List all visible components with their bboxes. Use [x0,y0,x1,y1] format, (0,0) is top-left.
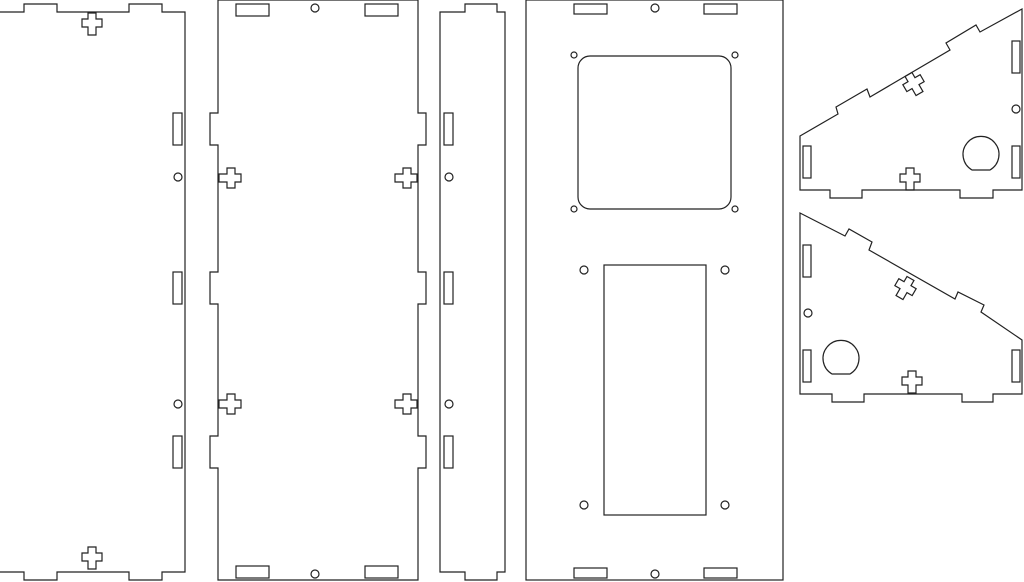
panel-side-large [0,3,186,581]
hole [1011,104,1021,114]
hole [570,51,578,59]
slot [802,244,812,278]
slot [172,271,183,305]
hole [173,399,183,409]
panel-outline [799,212,1023,403]
slot [364,3,399,17]
hole [803,308,813,318]
panel-outline [525,0,784,581]
panel-outline [0,3,186,581]
slot [703,3,738,15]
panel-side-narrow [439,3,506,581]
cross-slot [901,370,923,394]
hole [173,172,183,182]
cross-slot [218,393,242,415]
slot [1011,349,1021,383]
slot [443,112,454,146]
hole [444,399,454,409]
triangle-panel-bottom [799,212,1023,403]
cross-slot [218,167,242,189]
hole [650,569,660,579]
screen-cutout [577,55,732,210]
slot [802,349,812,383]
slot [172,435,183,469]
hole [579,265,589,275]
hole [310,3,320,13]
hole [650,3,660,13]
hole [720,500,730,510]
panel-outline [209,0,427,581]
panel-back [209,0,427,581]
cross-slot [394,167,418,189]
slot [443,271,454,305]
cross-slot [394,393,418,415]
slot [235,3,270,17]
slot [573,3,608,15]
panel-front [525,0,784,581]
slot [1011,145,1021,179]
hole [444,172,454,182]
hole [720,265,730,275]
cross-slot [890,272,920,304]
slot [573,567,608,579]
hole [579,500,589,510]
round-cutout [822,339,860,375]
cross-slot [81,546,103,570]
hole [570,205,578,213]
cross-slot [899,68,929,100]
hole [310,569,320,579]
triangle-panel-top [799,7,1023,199]
slot [1011,40,1021,74]
cross-slot [899,167,921,191]
round-cutout [962,135,1000,171]
cross-slot [81,12,103,36]
slot [172,112,183,146]
slot [802,145,812,179]
panel-outline [799,7,1023,199]
hole [731,205,739,213]
slot [235,565,270,579]
rect-cutout [603,264,707,516]
slot [443,435,454,469]
panel-outline [439,3,506,581]
slot [364,565,399,579]
hole [731,51,739,59]
slot [703,567,738,579]
